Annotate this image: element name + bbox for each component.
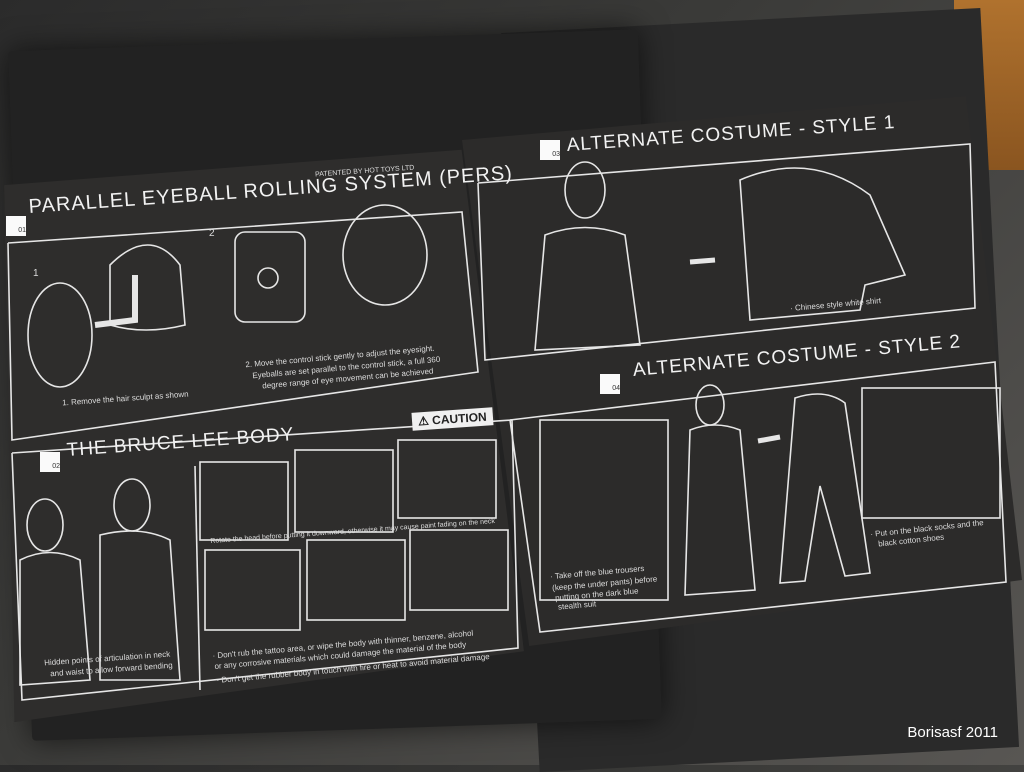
hair-sculpt-drawing <box>109 244 186 331</box>
section-number-03: 03 <box>540 140 560 160</box>
step1-label: 1 <box>33 268 39 279</box>
section-number-04: 04 <box>600 374 620 394</box>
arrow-shirt <box>689 257 716 265</box>
figure-style1-body <box>534 226 641 351</box>
body-head-2 <box>113 478 151 532</box>
head-eye-drawing <box>342 204 428 306</box>
section-number-02: 02 <box>40 452 60 472</box>
body-head-1 <box>26 498 64 552</box>
shoes-box <box>861 387 1001 519</box>
figure-style2-body <box>684 424 756 596</box>
panel-body-border <box>11 419 519 701</box>
panel-style1-border <box>477 143 976 361</box>
arrow-suit <box>757 434 781 444</box>
panel-pers-border <box>7 211 479 441</box>
shirt-drawing <box>739 167 907 321</box>
panel-style2-border <box>509 361 1007 633</box>
eye-mechanism-drawing <box>234 231 306 323</box>
step2-label: 2 <box>209 228 215 239</box>
figure-style2-head <box>695 384 725 426</box>
figure-style1-head <box>564 161 606 219</box>
head-sculpt-drawing <box>27 282 93 388</box>
photo-watermark: Borisasf 2011 <box>907 724 998 741</box>
trousers-box <box>539 419 669 601</box>
arrow-remove-hair <box>94 275 138 328</box>
section-number-01: 01 <box>6 216 26 236</box>
booklet-right-page <box>462 96 1022 646</box>
stealth-suit-drawing <box>779 393 871 584</box>
caution-label: CAUTION <box>431 409 488 428</box>
